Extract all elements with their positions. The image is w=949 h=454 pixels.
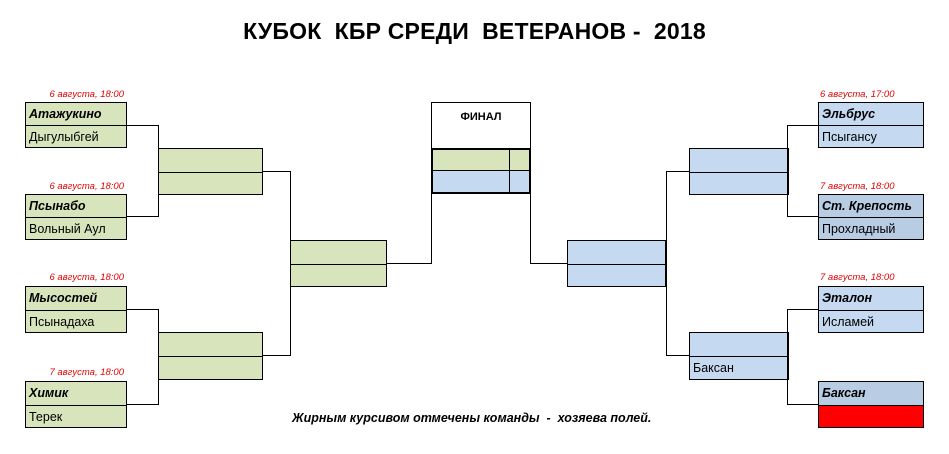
connector <box>787 216 818 217</box>
connector <box>431 192 432 264</box>
away-team-empty <box>819 405 923 427</box>
match-box-left-4: Химик Терек <box>25 381 127 428</box>
connector <box>787 125 818 126</box>
match-date: 7 августа, 18:00 <box>820 272 895 283</box>
away-team: Вольный Аул <box>26 217 126 240</box>
semi-box-left-2 <box>158 332 263 380</box>
final-team-2 <box>433 171 529 192</box>
home-team: Баксан <box>819 382 923 405</box>
semi-box-right-1 <box>689 148 789 195</box>
final-score-2 <box>509 171 529 192</box>
slot-team-bottom <box>291 264 386 265</box>
away-team: Дыгулыбгей <box>26 125 126 148</box>
match-date: 7 августа, 18:00 <box>820 181 895 192</box>
final-box: ФИНАЛ <box>431 102 531 194</box>
connector <box>530 263 567 264</box>
connector <box>127 216 159 217</box>
semi-team-bottom <box>690 172 788 173</box>
connector <box>666 171 667 356</box>
semi-box-left-1 <box>158 148 263 195</box>
connector <box>263 171 291 172</box>
match-box-right-4: Баксан <box>818 381 924 428</box>
match-date: 6 августа, 18:00 <box>49 272 125 283</box>
final-slot-left <box>290 240 387 287</box>
connector <box>787 125 788 217</box>
final-score-1 <box>509 150 529 170</box>
semi-team-bottom <box>159 172 262 173</box>
away-team: Исламей <box>819 310 923 333</box>
final-label: ФИНАЛ <box>460 111 502 123</box>
final-grid <box>431 148 531 194</box>
match-box-right-2: Ст. Крепость Прохладный <box>818 194 924 240</box>
away-team: Псыгансу <box>819 125 923 148</box>
home-team: Атажукино <box>29 107 102 121</box>
final-slot-right <box>567 240 666 287</box>
page-title: КУБОК КБР СРЕДИ ВЕТЕРАНОВ - 2018 <box>243 18 706 44</box>
match-date: 6 августа, 18:00 <box>49 181 125 192</box>
away-team: Терек <box>26 405 126 428</box>
match-box-left-1: Атажукино Дыгулыбгей <box>25 102 127 148</box>
legend-note: Жирным курсивом отмечены команды - хозяе… <box>292 411 652 425</box>
connector <box>787 404 818 405</box>
connector <box>787 309 818 310</box>
match-box-left-3: Мысостей Псынадаха <box>25 286 127 333</box>
connector <box>666 171 690 172</box>
connector <box>530 192 531 264</box>
match-box-right-1: Эльбрус Псыгансу <box>818 102 924 148</box>
final-team-1 <box>433 150 529 171</box>
match-box-right-3: Эталон Исламей <box>818 286 924 333</box>
match-date: 6 августа, 18:00 <box>49 89 125 100</box>
semi-team-bottom: Баксан <box>690 356 788 379</box>
away-team: Псынадаха <box>26 310 126 333</box>
connector <box>666 355 690 356</box>
semi-box-right-2: Баксан <box>689 332 789 380</box>
away-team: Прохладный <box>819 217 923 240</box>
connector <box>127 309 159 310</box>
home-team: Псынабо <box>29 199 86 213</box>
connector <box>127 125 159 126</box>
connector <box>387 263 432 264</box>
connector <box>787 309 788 405</box>
home-team: Эталон <box>822 291 872 305</box>
match-date: 6 августа, 17:00 <box>820 89 895 100</box>
match-box-left-2: Псынабо Вольный Аул <box>25 194 127 240</box>
home-team: Эльбрус <box>822 107 876 121</box>
semi-team-bottom <box>159 356 262 357</box>
connector <box>127 404 159 405</box>
match-date: 7 августа, 18:00 <box>49 367 125 378</box>
home-team: Химик <box>29 386 69 400</box>
slot-team-bottom <box>568 264 665 265</box>
connector <box>263 355 291 356</box>
home-team: Мысостей <box>29 291 98 305</box>
home-team: Ст. Крепость <box>822 199 912 213</box>
